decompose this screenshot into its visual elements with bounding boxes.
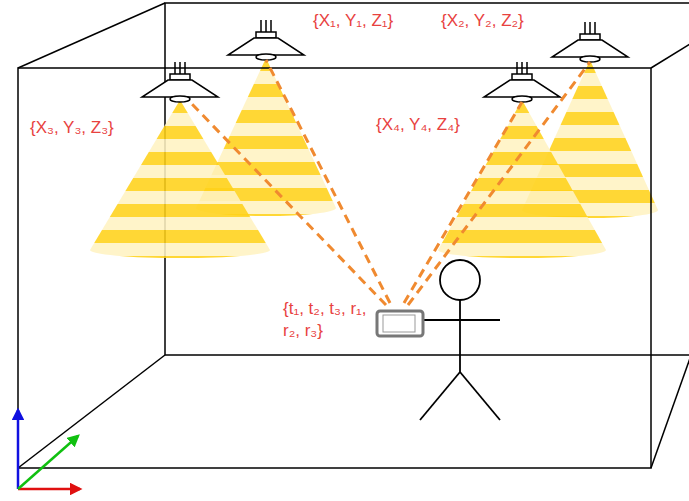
phone-device [377, 311, 423, 336]
light-cone [436, 100, 608, 270]
light-cone [88, 100, 272, 270]
ceiling-lamp [142, 62, 218, 102]
room-front-face [18, 68, 651, 468]
ceiling-lamp [484, 62, 560, 102]
ceiling-lamp [552, 22, 628, 62]
lamp-coordinate-label: {X₂, Y₂, Z₂} [441, 10, 524, 32]
lamp-coordinate-label: {X₄, Y₄, Z₄} [376, 114, 460, 136]
lamp-coordinate-label: {X₃, Y₃, Z₃} [30, 117, 114, 139]
signal-rays [190, 60, 590, 305]
stick-figure [420, 260, 500, 420]
room-wireframe [18, 3, 689, 468]
coordinate-axes [18, 410, 80, 489]
ceiling-lamp [228, 20, 304, 60]
device-pose-label: {t₁, t₂, t₃, r₁, r₂, r₃} [283, 298, 367, 342]
lamp-coordinate-label: {X₁, Y₁, Z₁} [313, 10, 393, 32]
